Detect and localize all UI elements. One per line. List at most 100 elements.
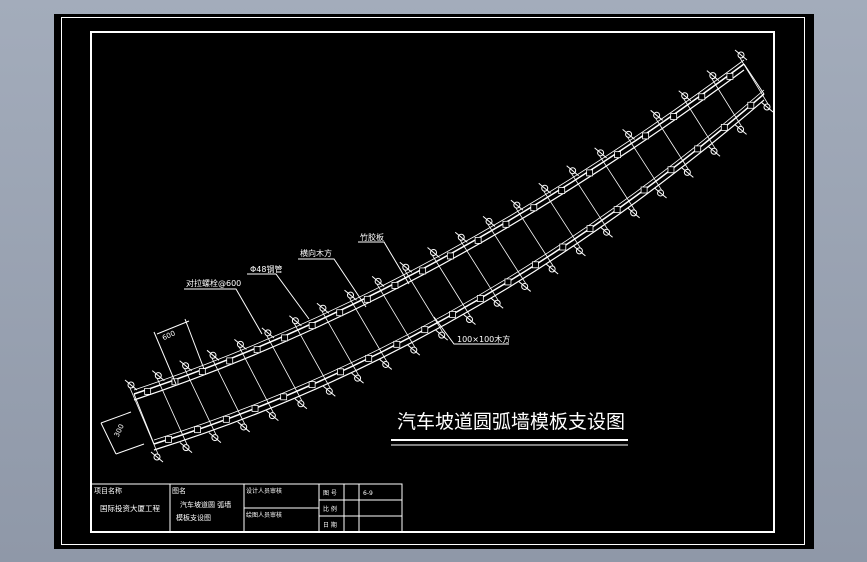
outer-face-line-b (133, 69, 745, 401)
clamp-outer-arm (371, 276, 385, 287)
clamp-inner-arm (490, 297, 504, 309)
clamp-inner (737, 125, 745, 133)
clamp-outer (182, 362, 190, 370)
dimension-300: 300 (113, 423, 126, 439)
tie-bolt (432, 255, 471, 317)
clamp-outer (457, 233, 465, 241)
clamp-inner (657, 189, 665, 197)
clamp-inner-arm (681, 167, 694, 178)
timber-block-outer (670, 113, 678, 120)
clamp-outer (597, 149, 605, 157)
clamp-inner (630, 209, 638, 217)
timber-block-inner (559, 243, 567, 251)
clamp-outer (127, 381, 135, 389)
tie-bolt (487, 224, 527, 284)
clamp-outer-arm (261, 327, 275, 339)
clamp-inner (268, 412, 276, 420)
clamp-outer-arm (179, 360, 192, 372)
tie-bolt (599, 155, 635, 211)
clamp-outer (264, 329, 272, 337)
timber-block-inner (667, 166, 675, 174)
clamp-outer (653, 111, 661, 119)
clamp-outer-arm (538, 182, 552, 194)
clamp-inner (521, 282, 529, 290)
clamp-outer-arm (344, 289, 357, 301)
timber-block-inner (194, 426, 201, 434)
clamp-inner-arm (266, 410, 279, 422)
timber-block-inner (694, 145, 702, 153)
clamp-inner-arm (237, 421, 251, 433)
clamp-outer (625, 130, 633, 138)
cad-drawing-viewport[interactable]: 对拉螺栓@600 Φ48钢管 横向木方 竹胶板 100×100木方 600 30… (54, 14, 814, 549)
timber-block-outer (198, 368, 206, 375)
clamp-outer (513, 201, 521, 209)
clamp-outer (709, 72, 717, 80)
tb-drawing-no-label: 图 号 (323, 490, 337, 497)
timber-block-outer (642, 132, 650, 140)
tie-bolt (211, 358, 246, 425)
clamp-outer-arm (427, 247, 440, 258)
timber-block-outer (474, 236, 482, 244)
timber-block-outer (419, 267, 427, 275)
clamp-outer (291, 317, 299, 325)
label-timber-100: 100×100木方 (457, 334, 510, 344)
clamp-inner (683, 168, 691, 176)
timber-block-outer (558, 187, 566, 194)
clamp-outer (430, 249, 437, 256)
clamp-outer-arm (316, 302, 330, 314)
clamp-outer (209, 351, 217, 359)
tie-bolt (459, 240, 499, 301)
timber-block-outer (226, 357, 234, 365)
timber-block-inner (586, 225, 594, 233)
clamp-inner-arm (518, 281, 532, 292)
clamp-outer (569, 167, 577, 175)
clamp-outer-arm (206, 349, 220, 361)
tb-project-name-label: 项目名称 (94, 486, 122, 495)
clamp-outer-arm (678, 90, 692, 102)
clamp-inner-arm (627, 207, 640, 219)
clamp-outer-arm (706, 70, 720, 82)
clamp-inner (710, 147, 718, 155)
clamp-inner-arm (573, 245, 586, 257)
timber-block-inner (532, 261, 539, 269)
clamp-outer (681, 92, 689, 100)
inner-face-line-a (153, 93, 765, 445)
clamp-inner-arm (435, 329, 449, 341)
timber-block-outer (530, 204, 538, 212)
drawing-canvas: 对拉螺栓@600 Φ48钢管 横向木方 竹胶板 100×100木方 600 30… (90, 49, 774, 533)
timber-block-inner (393, 340, 401, 348)
tb-drafter-label: 绘图人员审核 (246, 511, 282, 519)
timber-block-inner (308, 381, 316, 389)
tie-bolt (515, 207, 554, 267)
tie-bolt (349, 297, 388, 362)
tie-bolt (655, 118, 689, 170)
arc-wall-formwork (124, 49, 774, 463)
timber-block-outer (391, 281, 399, 289)
clamp-inner (240, 423, 248, 431)
tie-bolt (321, 311, 359, 376)
clamp-inner-arm (379, 359, 393, 370)
clamp-outer (541, 184, 549, 192)
clamp-inner-arm (600, 226, 613, 238)
label-steel-pipe: Φ48钢管 (250, 264, 282, 274)
clamp-outer (236, 340, 244, 348)
clamp-inner-arm (179, 442, 193, 453)
clamp-inner (438, 331, 446, 339)
clamp-inner (466, 316, 473, 323)
wall-end-finish (743, 63, 765, 95)
timber-block-inner (720, 123, 728, 131)
clamp-inner-arm (294, 398, 308, 410)
tb-drawing-name-line1: 汽车坡道圆 弧墙 (180, 500, 231, 509)
clamp-inner-arm (760, 101, 774, 113)
tb-designer-label: 设计人员审核 (246, 487, 282, 495)
tie-bolt (404, 270, 444, 333)
tie-bolt (571, 173, 608, 230)
tie-bolt (239, 347, 274, 413)
clamp-inner-arm (707, 145, 721, 157)
clamp-outer-arm (289, 315, 302, 327)
clamp-outer (737, 51, 745, 59)
clamp-inner (382, 360, 390, 368)
clamp-outer (402, 263, 410, 271)
clamp-inner-arm (407, 344, 421, 356)
clamp-inner (354, 374, 362, 382)
